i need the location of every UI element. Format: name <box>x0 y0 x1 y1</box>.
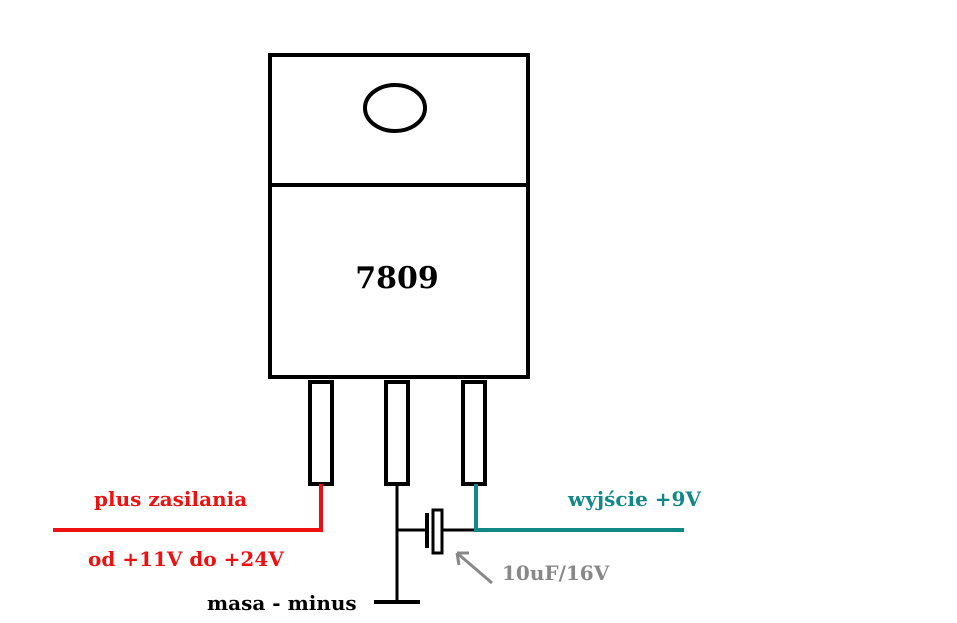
pin-output <box>461 380 487 486</box>
input-label-top: plus zasilania <box>94 487 247 511</box>
pin-input <box>308 380 334 486</box>
ground-wire <box>374 484 427 604</box>
regulator-package: 7809 <box>268 53 530 379</box>
input-wire <box>53 484 323 532</box>
input-label-bottom: od +11V do +24V <box>88 547 284 571</box>
package-body <box>268 53 530 379</box>
output-label: wyjście +9V <box>567 487 701 511</box>
output-wire <box>474 484 684 532</box>
part-number: 7809 <box>355 261 439 296</box>
capacitor-arrow <box>455 551 493 585</box>
capacitor-symbol <box>425 508 476 555</box>
pin-ground <box>384 380 410 486</box>
mounting-hole <box>363 83 427 133</box>
ground-label: masa - minus <box>207 591 357 615</box>
capacitor-label: 10uF/16V <box>502 561 610 585</box>
